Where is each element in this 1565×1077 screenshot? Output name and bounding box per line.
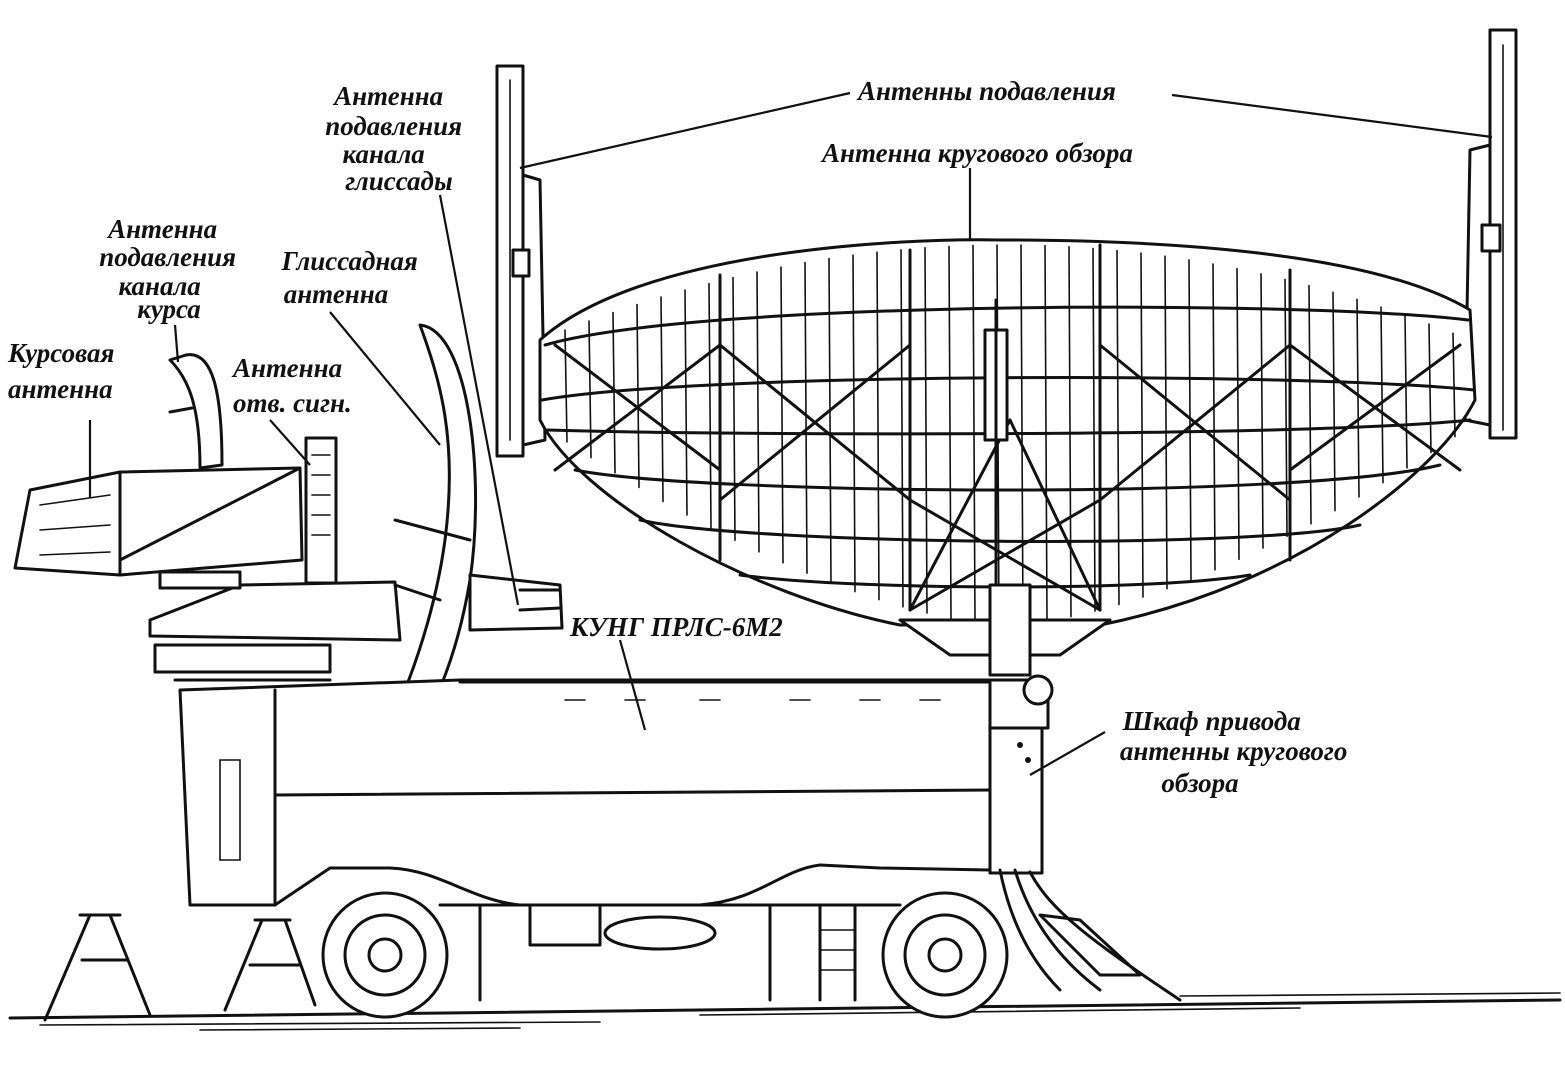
label-drive-cabinet: Шкаф привода антенны кругового обзора bbox=[1120, 706, 1354, 798]
reflector-rib bbox=[852, 254, 856, 593]
suppression-antenna-right bbox=[1463, 28, 1518, 440]
turntable-platform bbox=[148, 570, 402, 682]
reflector-rib bbox=[1332, 291, 1336, 512]
label-surveillance-antenna: Антенна кругового обзора bbox=[820, 138, 1133, 168]
wheel-rear bbox=[881, 891, 1009, 1019]
reflector-rib bbox=[612, 311, 616, 474]
response-signal-antenna bbox=[304, 436, 338, 585]
reflector-rib bbox=[1116, 249, 1120, 606]
reflector-rib bbox=[1212, 263, 1216, 571]
leader-lines bbox=[88, 91, 1493, 776]
reflector-rib bbox=[660, 296, 664, 503]
reflector-rib bbox=[1068, 246, 1072, 618]
reflector-rib bbox=[780, 266, 784, 564]
reflector-rib bbox=[1284, 278, 1288, 537]
reflector-rib bbox=[1260, 273, 1264, 549]
label-suppression-antennas: Антенны подавления bbox=[856, 76, 1116, 106]
spare-wheel bbox=[603, 915, 717, 951]
reflector-rib bbox=[972, 244, 976, 623]
reflector-rib bbox=[1404, 314, 1408, 469]
reflector-rib bbox=[804, 261, 808, 574]
reflector-rib bbox=[1236, 267, 1240, 561]
undercarriage bbox=[438, 868, 1182, 1002]
reflector-rib bbox=[1380, 306, 1384, 484]
reflector-rib bbox=[564, 329, 568, 443]
reflector-rib bbox=[900, 249, 904, 608]
reflector-rib bbox=[636, 303, 640, 489]
label-glide-suppression: Антенна подавления канала глиссады bbox=[325, 81, 469, 196]
course-antenna bbox=[13, 466, 304, 577]
kung-body bbox=[178, 678, 992, 907]
course-suppression-antenna bbox=[168, 353, 224, 470]
label-course-suppression: Антенна подавления канала курса bbox=[99, 214, 243, 324]
reflector-rib bbox=[588, 320, 592, 459]
reflector-rib bbox=[948, 245, 952, 619]
suppression-antenna-left bbox=[495, 64, 547, 458]
label-kung: КУНГ ПРЛС-6М2 bbox=[569, 612, 783, 642]
label-response-antenna: Антенна отв. сигн. bbox=[231, 353, 352, 418]
reflector-rib bbox=[1428, 323, 1432, 454]
reflector-rib bbox=[708, 282, 712, 529]
reflector-rib bbox=[1044, 244, 1048, 622]
reflector-rib bbox=[828, 257, 832, 584]
glide-suppression-antenna bbox=[468, 573, 564, 632]
surveillance-antenna bbox=[538, 238, 1477, 677]
reflector-rib bbox=[924, 247, 928, 614]
reflector-rib bbox=[1164, 255, 1168, 590]
label-course-antenna: Курсовая антенна bbox=[7, 338, 121, 404]
wheel-front bbox=[321, 891, 449, 1019]
reflector-rib bbox=[1092, 247, 1096, 612]
ground bbox=[8, 992, 1562, 1031]
reflector-rib bbox=[1308, 284, 1312, 525]
labels: Антенны подавления Антенна кругового обз… bbox=[7, 76, 1354, 798]
reflector-rib bbox=[732, 276, 736, 541]
label-glide-antenna: Глиссадная антенна bbox=[280, 246, 424, 309]
drive-cabinet bbox=[988, 674, 1054, 875]
reflector-rib bbox=[756, 271, 760, 553]
reflector-rib bbox=[1356, 298, 1360, 498]
reflector-rib bbox=[876, 251, 880, 601]
support-trestle-left bbox=[43, 913, 152, 1022]
reflector-rib bbox=[1020, 244, 1024, 625]
support-trestle-right bbox=[223, 918, 317, 1012]
reflector-rib bbox=[1140, 252, 1144, 598]
reflector-rib bbox=[684, 289, 688, 516]
